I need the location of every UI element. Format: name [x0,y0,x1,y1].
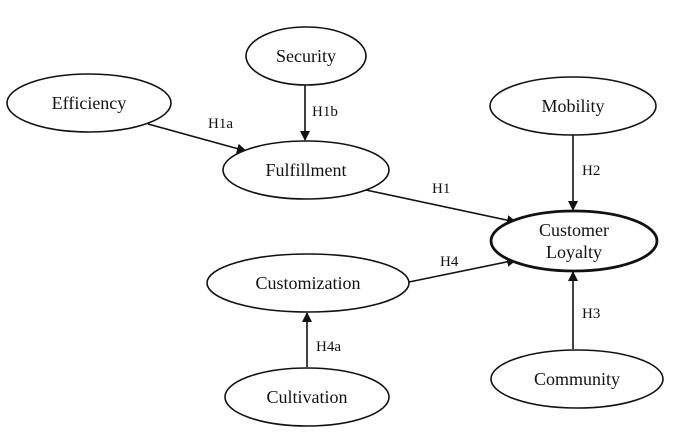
edge-label-h4a: H4a [316,339,341,355]
node-label: Loyalty [546,242,602,262]
node-efficiency: Efficiency [6,73,172,133]
node-label: Efficiency [52,93,127,113]
edge-arrow-h1 [365,189,517,226]
node-mobility: Mobility [489,76,657,136]
node-community: Community [490,349,664,409]
node-label: Fulfillment [266,160,347,180]
edge-arrow-h1a [147,123,247,154]
edge-label-h3: H3 [582,306,600,322]
node-security: Security [245,26,367,86]
node-label: Mobility [541,96,604,116]
edge-label-h4: H4 [440,254,459,270]
node-ellipse [245,26,367,86]
edge-label-h2: H2 [582,163,600,179]
node-ellipse [224,367,390,427]
node-ellipse [222,140,390,200]
node-ellipse [489,76,657,136]
node-label: Customization [256,273,361,293]
edge-label-h1b: H1b [312,104,338,120]
node-label: Customer [539,220,609,240]
edge-arrow-h4 [408,256,517,283]
node-ellipse [206,253,410,313]
node-ellipse [489,209,659,273]
node-ellipse [6,73,172,133]
node-ellipse [490,349,664,409]
edge-label-h1a: H1a [208,116,233,132]
node-customization: Customization [206,253,410,313]
node-fulfillment: Fulfillment [222,140,390,200]
node-label: Cultivation [267,387,348,407]
node-cultivation: Cultivation [224,367,390,427]
node-label: Security [276,46,336,66]
edge-label-h1: H1 [432,181,450,197]
node-label: Community [534,369,620,389]
